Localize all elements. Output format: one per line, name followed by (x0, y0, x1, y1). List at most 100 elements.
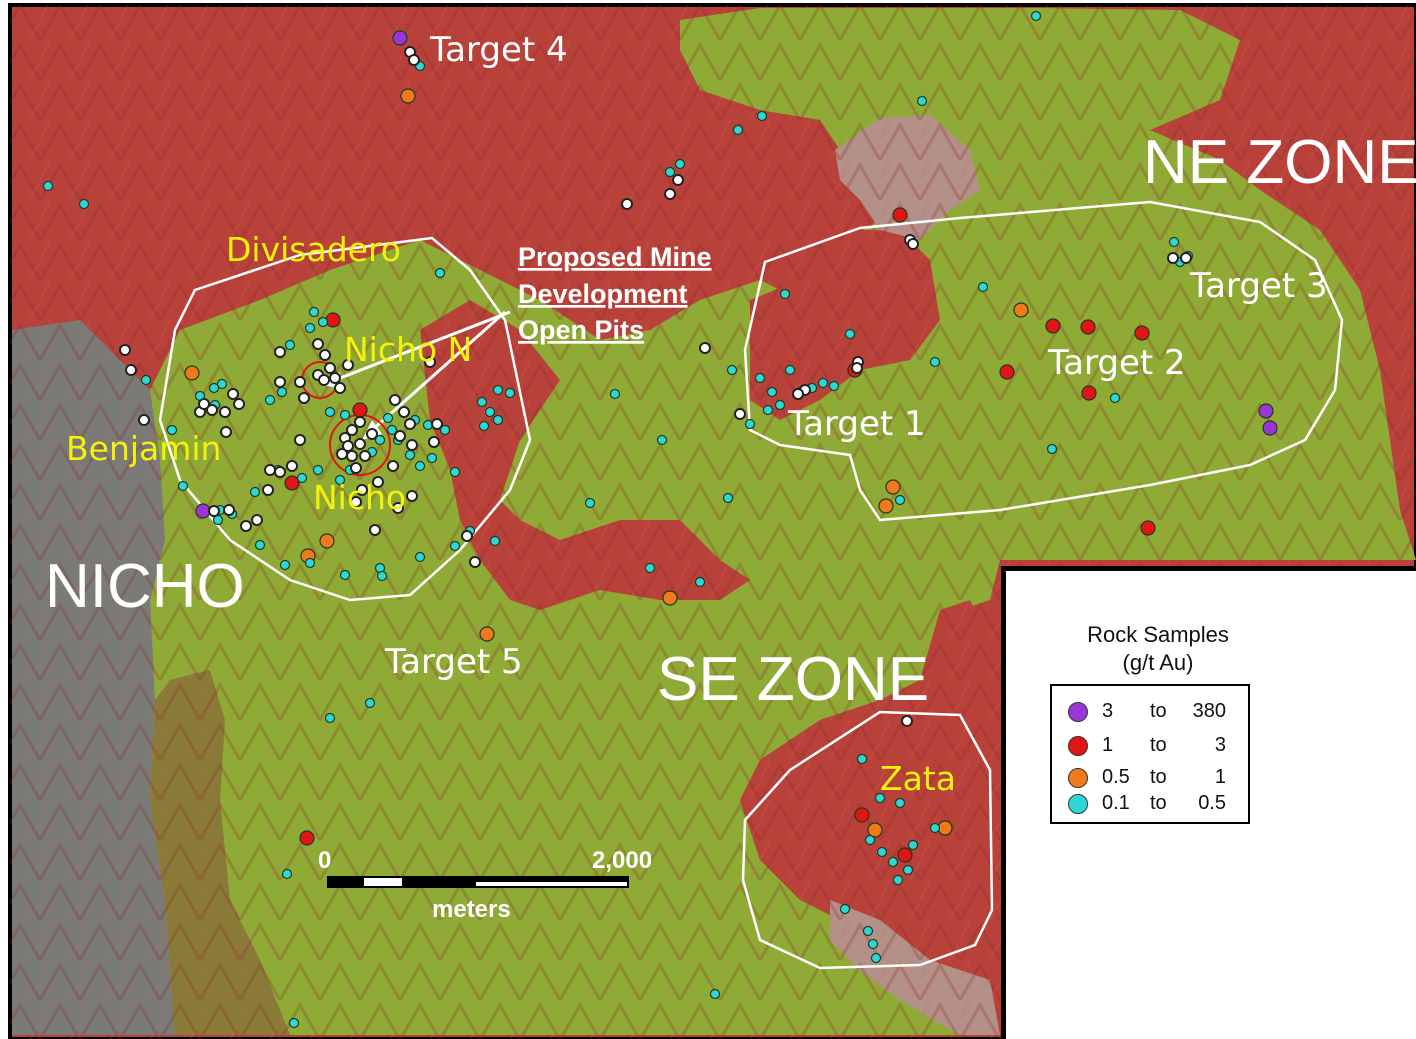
rock-sample-point (184, 365, 200, 381)
rock-sample-point (609, 388, 621, 400)
rock-sample-point (892, 207, 908, 223)
rock-sample-point (870, 952, 882, 964)
rock-sample-point (140, 374, 152, 386)
rock-sample-point (894, 797, 906, 809)
rock-sample-point (426, 452, 438, 464)
low-grade-sample-point (406, 490, 418, 502)
rock-sample-point (364, 697, 376, 709)
callout-arrow-north (329, 310, 511, 384)
rock-sample-point (449, 466, 461, 478)
legend-min: 0.5 (1102, 766, 1130, 788)
rock-sample-point (774, 399, 786, 411)
legend-panel: Rock Samples (g/t Au) 3 to 380 1 to 3 0.… (1001, 566, 1416, 1039)
rock-sample-point (762, 404, 774, 416)
rock-sample-point (484, 406, 496, 418)
low-grade-sample-point (342, 440, 354, 452)
callout-arrow-south (369, 310, 506, 434)
rock-sample-point (284, 339, 296, 351)
low-grade-sample-point (251, 514, 263, 526)
rock-sample-point (216, 378, 228, 390)
legend-min: 1 (1102, 734, 1114, 756)
low-grade-sample-point (461, 530, 473, 542)
rock-sample-point (374, 434, 386, 446)
rock-sample-point (744, 418, 756, 430)
nicho-zone-label: NICHO (45, 552, 245, 621)
rock-sample-point (817, 377, 829, 389)
rock-sample-point (929, 822, 941, 834)
rock-sample-point (1045, 318, 1061, 334)
rock-sample-point (439, 424, 451, 436)
rock-sample-point (299, 830, 315, 846)
low-grade-sample-point (356, 484, 368, 496)
low-grade-sample-point (408, 54, 420, 66)
rock-sample-point (999, 364, 1015, 380)
ne-zone-label: NE ZONE (1143, 128, 1416, 197)
rock-sample-point (339, 409, 351, 421)
se-zone-outline (741, 710, 994, 970)
low-grade-sample-point (346, 450, 358, 462)
low-grade-sample-point (404, 418, 416, 430)
rock-sample-point (392, 30, 408, 46)
low-grade-sample-point (372, 476, 384, 488)
callout-line-1: Proposed Mine (518, 242, 712, 272)
rock-sample-point (1046, 443, 1058, 455)
low-grade-sample-point (428, 436, 440, 448)
rock-sample-point (1030, 10, 1042, 22)
benjamin-label: Benjamin (66, 429, 221, 468)
callout-line-2: Development (518, 279, 688, 309)
nicho-label: Nicho (313, 478, 406, 517)
rock-sample-point (177, 480, 189, 492)
rock-sample-point (317, 316, 329, 328)
rock-sample-point (732, 124, 744, 136)
low-grade-sample-point (198, 398, 210, 410)
low-grade-sample-point (208, 505, 220, 517)
rock-sample-point (779, 288, 791, 300)
rock-sample-point (284, 475, 300, 491)
rock-sample-point (325, 312, 341, 328)
low-grade-sample-point (369, 524, 381, 536)
rock-sample-point (1258, 403, 1274, 419)
rock-sample-point (885, 479, 901, 495)
low-grade-sample-point (406, 439, 418, 451)
rock-sample-point (874, 792, 886, 804)
low-grade-sample-point (227, 388, 239, 400)
legend-sep: to (1150, 700, 1167, 722)
se-zone-label: SE ZONE (657, 645, 929, 714)
legend-title-line-2: (g/t Au) (1122, 650, 1194, 675)
nicho-n-label: Nicho N (344, 330, 472, 369)
rock-sample-point (319, 533, 335, 549)
low-grade-sample-point (354, 438, 366, 450)
rock-sample-point (856, 753, 868, 765)
legend-sep: to (1150, 766, 1167, 788)
rock-sample-point (862, 925, 874, 937)
rock-sample-point (867, 938, 879, 950)
rock-sample-point (492, 384, 504, 396)
legend-swatch-orange (1068, 768, 1088, 788)
low-grade-sample-point (274, 376, 286, 388)
rock-sample-point (656, 434, 668, 446)
rock-sample-point (334, 474, 346, 486)
nicho-zone-outline (158, 236, 532, 602)
low-grade-sample-point (206, 404, 218, 416)
rock-sample-point (1013, 302, 1029, 318)
rock-sample-point (324, 712, 336, 724)
rock-sample-point (1262, 420, 1278, 436)
low-grade-sample-point (233, 398, 245, 410)
rock-sample-point (1140, 520, 1156, 536)
callout-line-3: Open Pits (518, 315, 644, 345)
rock-sample-point (42, 180, 54, 192)
low-grade-sample-point (264, 464, 276, 476)
rock-sample-point (492, 414, 504, 426)
legend-swatch-purple (1068, 702, 1088, 722)
rock-sample-point (756, 110, 768, 122)
rock-sample-point (662, 590, 678, 606)
low-grade-sample-point (394, 430, 406, 442)
low-grade-sample-point (342, 359, 354, 371)
rock-sample-point (386, 424, 398, 436)
rock-sample-point (288, 1017, 300, 1029)
rock-sample-point (78, 198, 90, 210)
low-grade-sample-point (851, 362, 863, 374)
rock-sample-point (709, 988, 721, 1000)
rock-sample-point (894, 494, 906, 506)
